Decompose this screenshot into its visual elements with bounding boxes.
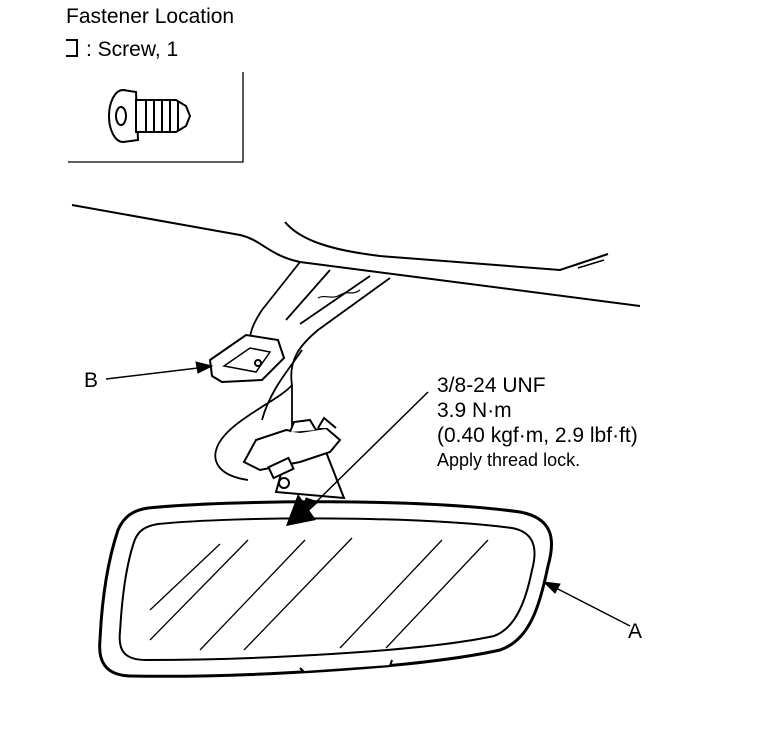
torque-spec: 3/8-24 UNF 3.9 N·m (0.40 kgf·m, 2.9 lbf·… (437, 373, 638, 473)
screw-icon (108, 89, 192, 143)
fastener-legend: : Screw, 1 (66, 38, 178, 62)
rearview-mirror-a (98, 500, 554, 678)
legend-box-border (68, 72, 244, 163)
bracket-symbol-icon (66, 39, 78, 57)
bracket-b (208, 333, 286, 384)
roof-headliner (71, 204, 641, 307)
torque-nm: 3.9 N·m (437, 399, 512, 422)
thread-spec: 3/8-24 UNF (437, 374, 546, 397)
callout-a: A (628, 620, 643, 643)
legend-text: : Screw, 1 (86, 38, 179, 61)
thread-lock-note: Apply thread lock. (437, 450, 581, 470)
torque-alt-units: (0.40 kgf·m, 2.9 lbf·ft) (437, 424, 638, 447)
diagram-title: Fastener Location (66, 5, 235, 28)
mirror-mount-base (242, 416, 346, 500)
callout-b: B (84, 369, 99, 392)
screw-location-marker-icon (286, 494, 316, 526)
